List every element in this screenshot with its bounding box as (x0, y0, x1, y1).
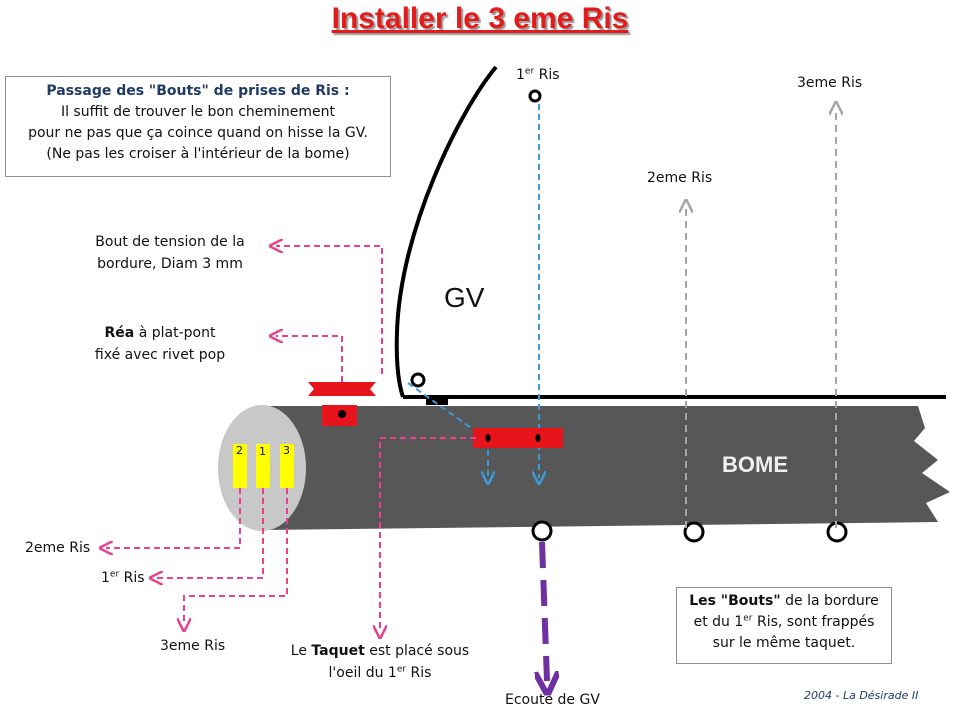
info-box: Passage des "Bouts" de prises de Ris : I… (5, 76, 391, 177)
left-1er-num: 1 (101, 570, 110, 586)
info-box-line-3: (Ne pas les croiser à l'intérieur de la … (46, 146, 350, 162)
footer-credit: 2004 - La Désirade II (804, 689, 919, 702)
label-ecoute: Ecoute de GV (505, 692, 600, 708)
tack-ring (410, 372, 426, 388)
label-left-3eme: 3eme Ris (160, 638, 226, 654)
taquet-pre: Le (290, 643, 312, 659)
label-left-1er: 1er Ris (101, 567, 145, 589)
sail-label-gv: GV (444, 282, 485, 313)
boom-ring-1 (531, 520, 553, 542)
yellow-line-3 (280, 444, 294, 488)
boom-body (262, 406, 950, 530)
page-title: Installer le 3 eme Ris (331, 2, 629, 35)
bouts-box: Les "Bouts" de la bordure et du 1er Ris,… (676, 587, 892, 664)
taquet-bold: Taquet (311, 643, 365, 659)
bouts-box-line-2: et du 1er Ris, sont frappés (677, 612, 891, 633)
sheet-arrow (542, 541, 547, 681)
left-1er-rest: Ris (119, 570, 145, 586)
label-rea-line-2: fixé avec rivet pop (94, 347, 226, 363)
end-number-1: 1 (259, 445, 266, 458)
arrow-left-2eme (106, 488, 241, 548)
label-rea-rest: à plat-pont (134, 325, 216, 341)
label-ris-3-top: 3eme Ris (797, 75, 863, 91)
cleat-hole-1 (485, 434, 491, 442)
ris-1-sup: er (524, 66, 535, 77)
left-1er-sup: er (109, 569, 120, 580)
bouts-box-line-2-post: Ris, sont frappés (752, 614, 875, 630)
info-box-line-2: pour ne pas que ça coince quand on hisse… (28, 125, 368, 141)
cleat-hole-2 (535, 434, 541, 442)
bouts-box-line-2-pre: et du 1 (693, 614, 744, 630)
reef-1-eyelet (528, 89, 542, 103)
taquet-line2-post: Ris (406, 665, 432, 681)
arrow-bout-tension (276, 246, 383, 374)
label-ris-2-top: 2eme Ris (647, 170, 713, 186)
bouts-box-line-1-rest: de la bordure (780, 593, 879, 609)
label-rea-line-1: Réa à plat-pont (60, 322, 260, 344)
label-rea: Réa à plat-pont fixé avec rivet pop (60, 322, 260, 366)
end-number-3: 3 (283, 444, 290, 457)
bouts-box-line-1-bold: Les "Bouts" (689, 593, 781, 609)
bouts-box-line-1: Les "Bouts" de la bordure (677, 591, 891, 612)
end-number-2: 2 (236, 444, 243, 457)
label-rea-bold: Réa (104, 325, 135, 341)
yellow-line-1 (256, 444, 270, 488)
arrow-left-1er (156, 488, 264, 578)
ris-1-rest: Ris (534, 67, 560, 83)
ris-1-num: 1 (516, 67, 525, 83)
gooseneck-block (426, 396, 448, 405)
label-taquet-line-1: Le Taquet est placé sous (270, 640, 490, 662)
taquet-post: est placé sous (364, 643, 470, 659)
taquet-cleat (473, 428, 563, 448)
rea-sheave (308, 382, 376, 396)
info-box-line-1: Il suffit de trouver le bon cheminement (60, 104, 336, 120)
boom-label: BOME (722, 452, 788, 477)
boom-ring-2 (683, 521, 705, 543)
arrow-rea (276, 336, 343, 382)
arrow-left-3eme (184, 488, 288, 625)
label-bout-tension-line-1: Bout de tension de la (95, 234, 245, 250)
rivet-dot (338, 410, 346, 418)
bouts-box-line-2-sup: er (743, 613, 753, 624)
taquet-line2-pre: l'oeil du 1 (328, 665, 397, 681)
label-ris-1-top: 1er Ris (516, 64, 560, 86)
yellow-line-2 (233, 444, 247, 488)
label-left-2eme: 2eme Ris (25, 540, 91, 556)
label-taquet-line-2: l'oeil du 1er Ris (270, 662, 490, 684)
sail-luff-line (394, 65, 498, 398)
label-bout-tension: Bout de tension de la bordure, Diam 3 mm (70, 231, 270, 275)
taquet-line2-sup: er (396, 664, 407, 675)
label-taquet: Le Taquet est placé sous l'oeil du 1er R… (270, 640, 490, 684)
bouts-box-line-3: sur le même taquet. (712, 635, 856, 651)
arrow-taquet (380, 437, 476, 632)
label-bout-tension-line-2: bordure, Diam 3 mm (97, 256, 243, 272)
info-box-heading: Passage des "Bouts" de prises de Ris : (46, 83, 350, 99)
